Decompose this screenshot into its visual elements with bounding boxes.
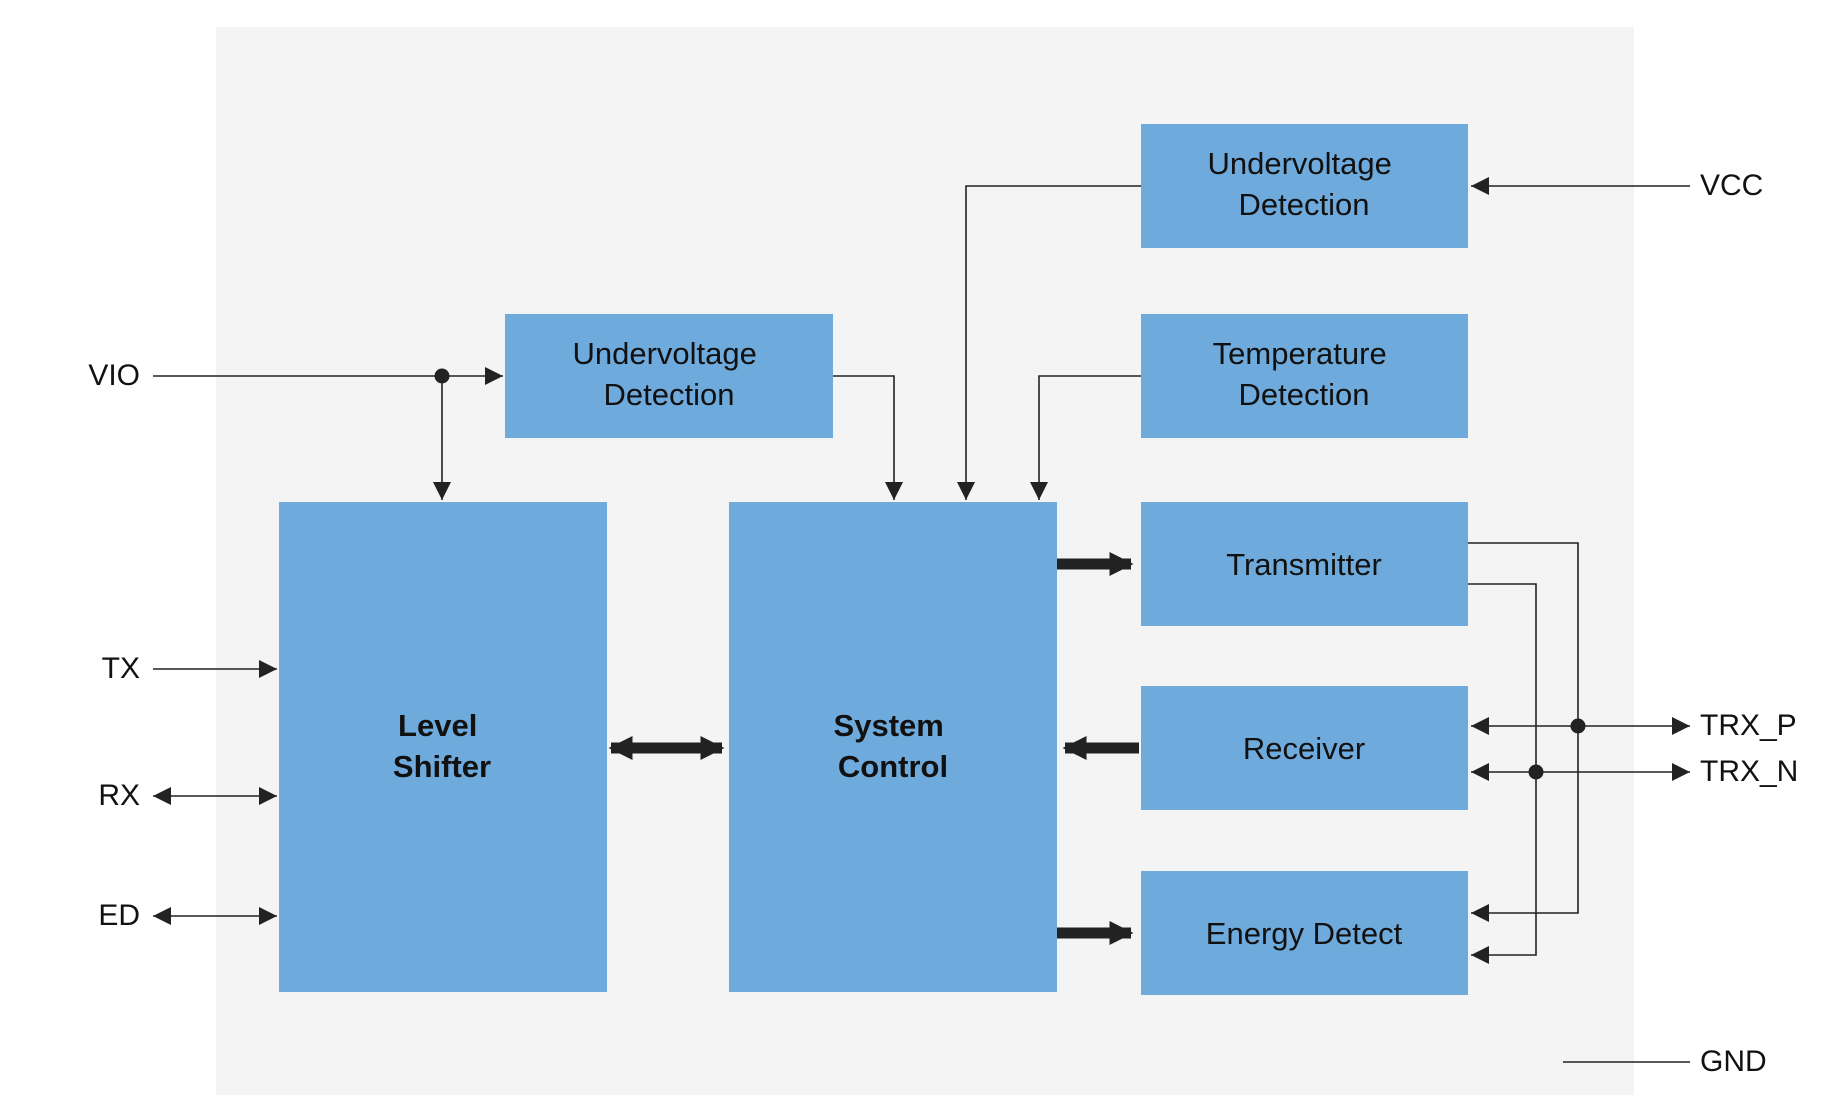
pin-trx-p-label: TRX_P [1700, 709, 1797, 742]
svg-text:System Control: System Control [834, 708, 953, 784]
temperature-line2: Detection [1239, 377, 1370, 412]
level-shifter-line2: Shifter [393, 749, 491, 784]
uv-vio-to-sysctrl-wire [833, 375, 903, 500]
temperature-detection-block [1141, 314, 1468, 438]
svg-text:Undervoltage Detection: Undervoltage Detection [1207, 146, 1400, 222]
pin-vio-label: VIO [88, 359, 140, 392]
trx-p-junction-dot [1570, 718, 1586, 734]
undervoltage-vio-block [505, 314, 833, 438]
temp-to-sysctrl-wire [1030, 375, 1141, 500]
vio-junction-dot [434, 368, 450, 384]
pin-ed-label: ED [98, 899, 140, 932]
undervoltage-vcc-line1: Undervoltage [1207, 146, 1391, 181]
undervoltage-vio-line1: Undervoltage [572, 336, 756, 371]
undervoltage-vio-line2: Detection [604, 377, 735, 412]
transmitter-block [1141, 502, 1468, 626]
energy-detect-label: Energy Detect [1206, 916, 1403, 951]
pin-rx-label: RX [98, 779, 140, 812]
bus-arrows [608, 552, 1139, 945]
svg-text:Temperature Detection: Temperature Detection [1213, 336, 1396, 412]
svg-text:Level Shifter: Level Shifter [393, 708, 491, 784]
level-shifter-line1: Level [398, 708, 477, 743]
system-control-block [729, 502, 1057, 992]
temperature-line1: Temperature [1213, 336, 1387, 371]
pin-trx-n-label: TRX_N [1700, 755, 1798, 788]
undervoltage-vcc-line2: Detection [1239, 187, 1370, 222]
pin-tx-label: TX [102, 652, 140, 685]
system-control-line1: System [834, 708, 944, 743]
pin-gnd-label: GND [1700, 1045, 1767, 1078]
undervoltage-vcc-block [1141, 124, 1468, 248]
receiver-label: Receiver [1243, 731, 1365, 766]
level-shifter-block [279, 502, 607, 992]
system-control-line2: Control [838, 749, 948, 784]
receiver-block [1141, 686, 1468, 810]
energy-detect-block [1141, 871, 1468, 995]
pin-vcc-label: VCC [1700, 169, 1763, 202]
trx-n-junction-dot [1528, 764, 1544, 780]
uv-vcc-to-sysctrl-wire [957, 185, 1141, 500]
svg-text:Undervoltage Detection: Undervoltage Detection [572, 336, 765, 412]
transmitter-label: Transmitter [1226, 547, 1382, 582]
